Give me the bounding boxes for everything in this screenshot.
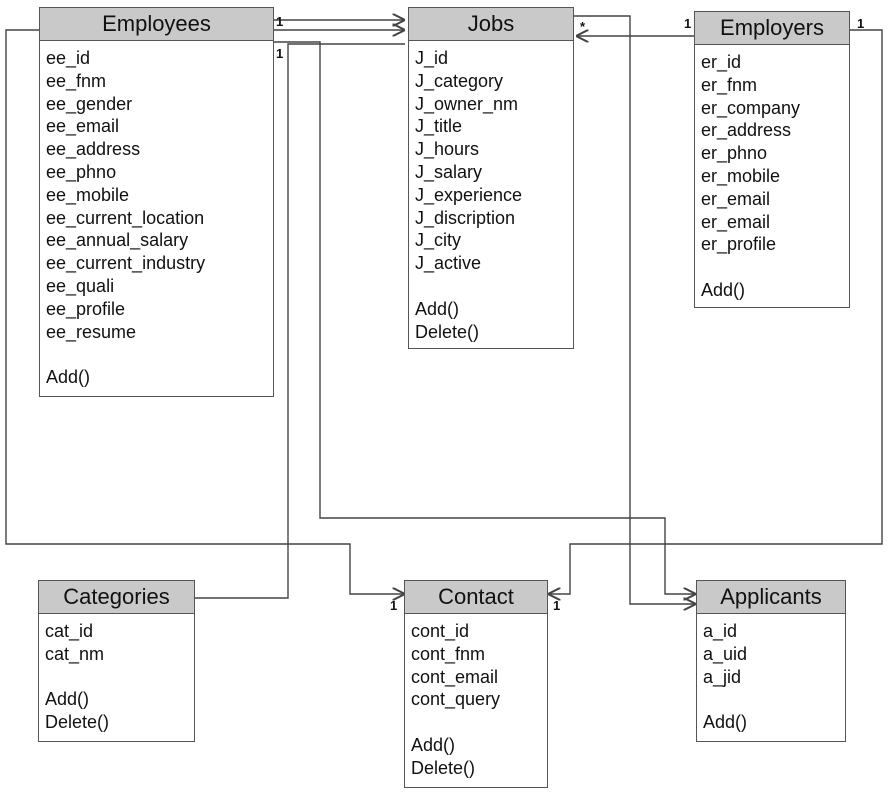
class-name: Contact	[405, 581, 547, 614]
attribute: er_mobile	[701, 165, 781, 186]
class-body: a_id a_uid a_jid Add()	[697, 614, 845, 734]
class-name: Applicants	[697, 581, 845, 614]
attribute: er_email	[701, 188, 771, 209]
class-name: Jobs	[409, 8, 573, 41]
method: Add()	[703, 712, 748, 733]
attribute: ee_resume	[46, 321, 137, 342]
attribute: ee_annual_salary	[46, 230, 189, 251]
attribute: cat_id	[45, 621, 94, 641]
class-employees: Employees ee_id ee_fnm ee_gender ee_emai…	[39, 7, 274, 397]
attribute: ee_fnm	[46, 70, 107, 91]
assoc-categories-jobs	[195, 43, 405, 599]
attribute: cont_email	[411, 666, 499, 687]
multiplicity-label: 1	[684, 16, 692, 31]
attribute: cat_nm	[45, 643, 105, 664]
class-name: Categories	[39, 581, 194, 614]
assoc-employers-contact	[548, 29, 883, 594]
attribute: er_profile	[701, 234, 777, 255]
class-body: er_id er_fnm er_company er_address er_ph…	[695, 45, 849, 302]
assoc-employees-contact	[5, 29, 405, 594]
class-body: ee_id ee_fnm ee_gender ee_email ee_addre…	[40, 41, 273, 389]
attribute: cont_query	[411, 689, 501, 710]
multiplicity-label: *	[580, 19, 586, 34]
attribute: a_id	[703, 621, 738, 641]
class-body: J_id J_category J_owner_nm J_title J_hou…	[409, 41, 573, 343]
assoc-employees-applicants	[272, 41, 696, 594]
attribute: ee_quali	[46, 275, 115, 296]
method: Add()	[45, 689, 90, 710]
attribute: J_id	[415, 48, 449, 68]
attribute: er_company	[701, 97, 801, 118]
class-applicants: Applicants a_id a_uid a_jid Add()	[696, 580, 846, 742]
attribute: J_experience	[415, 184, 523, 205]
attribute: ee_email	[46, 116, 120, 137]
method: Add()	[46, 367, 91, 388]
attribute: ee_id	[46, 48, 91, 68]
assoc-jobs-applicants	[572, 15, 696, 604]
class-body: cat_id cat_nm Add() Delete()	[39, 614, 194, 734]
attribute: ee_profile	[46, 298, 126, 319]
class-name: Employees	[40, 8, 273, 41]
multiplicity-label: 1	[553, 598, 561, 613]
attribute: J_category	[415, 70, 504, 91]
class-name: Employers	[695, 12, 849, 45]
attribute: J_owner_nm	[415, 93, 519, 114]
attribute: J_active	[415, 253, 482, 274]
class-employers: Employers er_id er_fnm er_company er_add…	[694, 11, 850, 308]
attribute: er_phno	[701, 143, 768, 164]
attribute: er_address	[701, 120, 792, 141]
method: Add()	[411, 734, 456, 755]
method: Add()	[701, 279, 746, 300]
attribute: J_hours	[415, 139, 480, 160]
class-body: cont_id cont_fnm cont_email cont_query A…	[405, 614, 547, 780]
method: Delete()	[415, 321, 480, 342]
attribute: J_discription	[415, 207, 516, 228]
attribute: ee_mobile	[46, 184, 130, 205]
attribute: a_uid	[703, 643, 748, 664]
multiplicity-label: 1	[276, 14, 284, 29]
attribute: er_id	[701, 52, 742, 72]
attribute: ee_current_location	[46, 207, 205, 228]
attribute: J_salary	[415, 161, 483, 182]
method: Delete()	[411, 757, 476, 778]
attribute: er_fnm	[701, 74, 758, 95]
class-categories: Categories cat_id cat_nm Add() Delete()	[38, 580, 195, 742]
class-jobs: Jobs J_id J_category J_owner_nm J_title …	[408, 7, 574, 349]
attribute: cont_id	[411, 621, 470, 641]
attribute: ee_phno	[46, 161, 117, 182]
attribute: cont_fnm	[411, 643, 486, 664]
method: Add()	[415, 298, 460, 319]
class-contact: Contact cont_id cont_fnm cont_email cont…	[404, 580, 548, 788]
multiplicity-label: 1	[390, 598, 398, 613]
method: Delete()	[45, 712, 110, 733]
attribute: ee_gender	[46, 93, 133, 114]
attribute: J_city	[415, 230, 462, 251]
attribute: a_jid	[703, 666, 742, 687]
multiplicity-label: 1	[857, 16, 865, 31]
attribute: ee_address	[46, 139, 141, 160]
attribute: er_email	[701, 211, 771, 232]
multiplicity-label: 1	[276, 46, 284, 61]
attribute: J_title	[415, 116, 463, 137]
attribute: ee_current_industry	[46, 253, 206, 274]
